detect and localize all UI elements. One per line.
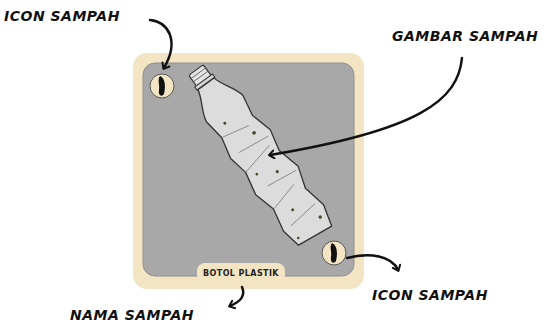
plastic-bottle [176, 55, 338, 252]
name-tab: BOTOL PLASTIK [197, 263, 285, 283]
annotation-label: GAMBAR SAMPAH [392, 28, 538, 44]
leader-arrow [347, 255, 398, 270]
annotation-label: ICON SAMPAH [4, 8, 120, 24]
annotation-label: NAMA SAMPAH [70, 307, 194, 323]
card-frame [133, 53, 364, 289]
waste-name: BOTOL PLASTIK [203, 269, 279, 278]
card-inner [143, 63, 354, 276]
annotation-label: ICON SAMPAH [372, 287, 488, 303]
leader-arrow [230, 287, 243, 306]
waste-icon [322, 241, 346, 265]
waste-icon [150, 74, 174, 98]
leader-arrow [150, 20, 171, 68]
leader-line [270, 58, 462, 155]
